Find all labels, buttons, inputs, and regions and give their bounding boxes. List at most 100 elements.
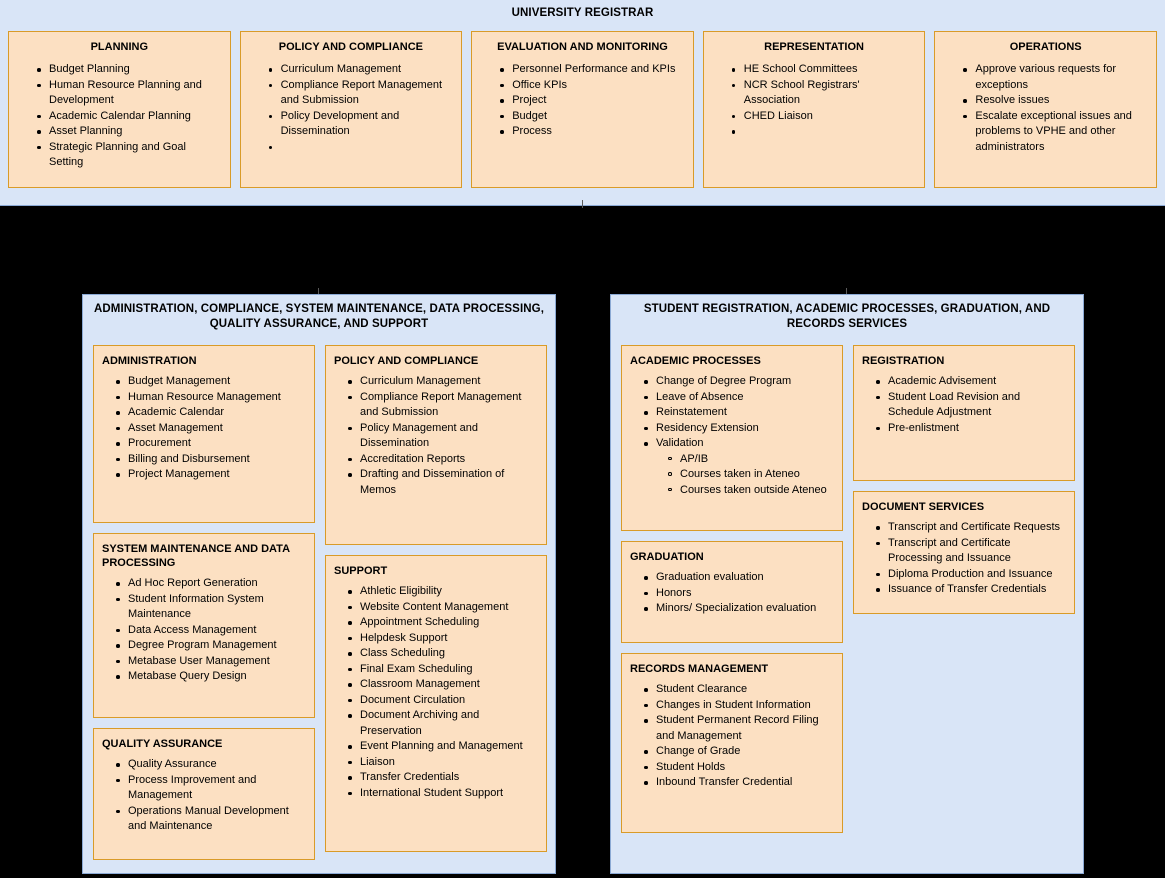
sub-list-item: Courses taken in Ateneo	[668, 467, 834, 483]
connector-stub-left	[318, 288, 319, 296]
right-division-panel: STUDENT REGISTRATION, ACADEMIC PROCESSES…	[610, 294, 1084, 874]
bullet-icon	[876, 572, 880, 576]
list-item: Office KPIs	[500, 78, 685, 94]
bullet-icon	[500, 130, 504, 134]
list-item-label: Student Permanent Record Filing and Mana…	[656, 714, 819, 742]
card-policy-and-compliance: POLICY AND COMPLIANCE Curriculum Managem…	[239, 31, 463, 188]
list-item-label: Pre-enlistment	[888, 421, 959, 434]
list-item-label: Event Planning and Management	[360, 740, 523, 752]
list-item-label: Compliance Report Management and Submiss…	[280, 78, 443, 107]
card-title: ADMINISTRATION	[102, 355, 197, 367]
bullet-icon	[348, 380, 352, 384]
list-item: Change of Grade	[644, 744, 834, 760]
bullet-icon	[116, 473, 120, 477]
list-item-label: Policy Management and Dissemination	[360, 421, 479, 450]
list-item: Academic Calendar Planning	[37, 109, 222, 125]
page-title: UNIVERSITY REGISTRAR	[511, 7, 654, 19]
bullet-icon	[876, 380, 880, 384]
bullet-icon	[876, 588, 880, 592]
bullet-icon	[116, 763, 120, 767]
list-item-label: Leave of Absence	[656, 390, 744, 403]
bullet-icon	[644, 781, 648, 785]
list-item: Student Clearance	[644, 682, 834, 698]
sub-list-item-label: Courses taken in Ateneo	[680, 468, 800, 480]
bullet-icon	[116, 426, 120, 430]
list-item-label: Approve various requests for exceptions	[975, 63, 1117, 91]
list-item: Transfer Credentials	[348, 770, 538, 786]
list-item: Class Scheduling	[348, 646, 538, 662]
list-item: Student Holds	[644, 760, 834, 776]
list-item: Change of Degree Program	[644, 374, 834, 390]
bullet-icon	[37, 83, 41, 87]
sub-list-item: Courses taken outside Ateneo	[668, 483, 834, 499]
bullet-icon	[348, 667, 352, 671]
list-item: Curriculum Management	[348, 374, 538, 390]
bullet-icon	[644, 703, 648, 707]
university-registrar-panel: UNIVERSITY REGISTRAR PLANNING Budget Pla…	[0, 0, 1165, 206]
list-item-label: Student Clearance	[656, 683, 748, 695]
list-item: Budget	[500, 109, 685, 125]
bullet-icon	[644, 719, 648, 723]
sub-list-item: AP/IB	[668, 452, 834, 468]
list-item: Metabase Query Design	[116, 669, 306, 685]
list-item-label: HE School Committees	[743, 63, 858, 75]
list-item-label: Curriculum Management	[360, 375, 481, 387]
list-item-label: Policy Development and Dissemination	[280, 109, 400, 138]
bullet-icon	[348, 473, 352, 477]
list-item: Ad Hoc Report Generation	[116, 576, 306, 592]
bullet-icon	[348, 457, 352, 461]
list-item-label: Graduation evaluation	[656, 571, 764, 583]
list-item: Budget Management	[116, 374, 306, 390]
list-item-label: Personnel Performance and KPIs	[512, 63, 676, 75]
list-item-label: Validation	[656, 437, 704, 449]
left-panel-title: ADMINISTRATION, COMPLIANCE, SYSTEM MAINT…	[93, 303, 544, 330]
list-item-label: Strategic Planning and Goal Setting	[49, 140, 186, 169]
card-title: REPRESENTATION	[764, 41, 864, 53]
list-item: Curriculum Management	[268, 62, 454, 78]
right-column-a: ACADEMIC PROCESSES Change of Degree Prog…	[621, 345, 843, 833]
bullet-icon	[116, 582, 120, 586]
bullet-icon	[348, 791, 352, 795]
bullet-icon	[37, 130, 41, 134]
list-item-label: Drafting and Dissemination of Memos	[360, 468, 505, 496]
bullet-icon	[116, 778, 120, 782]
card-title: EVALUATION AND MONITORING	[497, 41, 668, 53]
list-item: Accreditation Reports	[348, 452, 538, 468]
card-system-maintenance-and-data-processing: SYSTEM MAINTENANCE AND DATA PROCESSING A…	[93, 533, 315, 718]
bullet-icon	[348, 426, 352, 430]
list-item-label: Academic Calendar	[128, 406, 224, 418]
bullet-icon	[644, 591, 648, 595]
list-item: Academic Calendar	[116, 405, 306, 421]
list-item: Degree Program Management	[116, 638, 306, 654]
bullet-icon	[500, 99, 504, 103]
list-item-label: Reinstatement	[656, 406, 727, 418]
list-item: Process Improvement and Management	[116, 773, 306, 804]
list-item-label: Asset Management	[128, 421, 223, 434]
hollow-bullet-icon	[668, 472, 672, 476]
list-item-label: Residency Extension	[656, 421, 759, 434]
list-item-label: Academic Calendar Planning	[49, 109, 191, 122]
list-item-label: Changes in Student Information	[656, 698, 811, 711]
list-item-label: CHED Liaison	[743, 109, 813, 122]
list-item-label: Transfer Credentials	[360, 771, 460, 783]
bullet-icon	[644, 442, 648, 446]
card-title: ACADEMIC PROCESSES	[630, 355, 761, 367]
bullet-icon	[644, 395, 648, 399]
bullet-icon	[963, 99, 967, 103]
bullet-icon	[731, 68, 736, 72]
bullet-icon	[500, 68, 504, 72]
card-title: POLICY AND COMPLIANCE	[334, 355, 479, 367]
list-item-label: Asset Planning	[49, 125, 123, 137]
list-item: Resolve issues	[963, 93, 1148, 109]
list-item-label: Office KPIs	[512, 78, 568, 91]
